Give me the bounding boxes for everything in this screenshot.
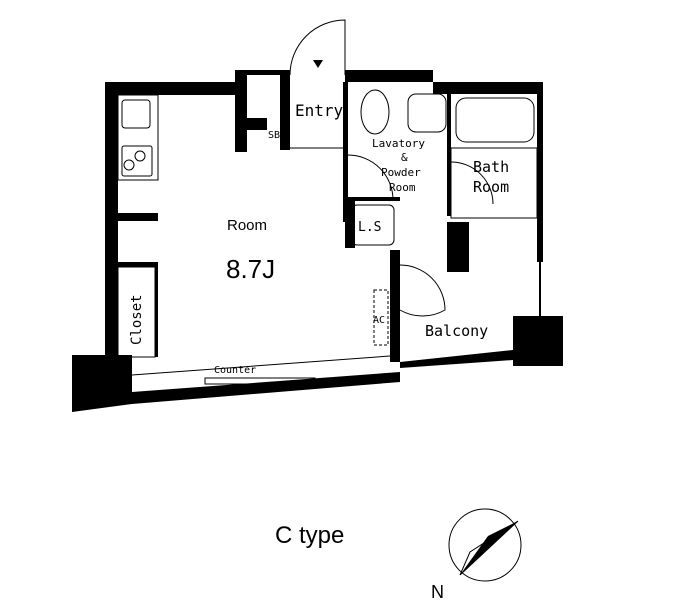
powder-label: Powder [381, 166, 421, 179]
type-label: C type [275, 522, 344, 549]
counter-label: Counter [214, 365, 256, 376]
north-label: N [431, 582, 444, 602]
lavatory-label: Lavatory [372, 137, 425, 150]
fixtures [117, 19, 538, 385]
closet-label: Closet [129, 294, 145, 345]
entry-arrow-icon [313, 60, 323, 68]
shoe-box-label: SB [268, 130, 280, 141]
room-label: Room [227, 217, 267, 234]
bath-room-label: Room [473, 178, 509, 196]
entry-label: Entry [295, 101, 344, 120]
powder-room-label: Room [389, 181, 416, 194]
ac-label: AC [373, 315, 385, 326]
lavatory-amp-label: & [401, 151, 408, 164]
compass-icon [448, 508, 522, 582]
balcony-label: Balcony [425, 322, 488, 340]
bath-label: Bath [473, 158, 509, 176]
linen-storage-label: L.S [358, 220, 381, 235]
room-size: 8.7J [226, 254, 275, 284]
walls [72, 70, 563, 412]
